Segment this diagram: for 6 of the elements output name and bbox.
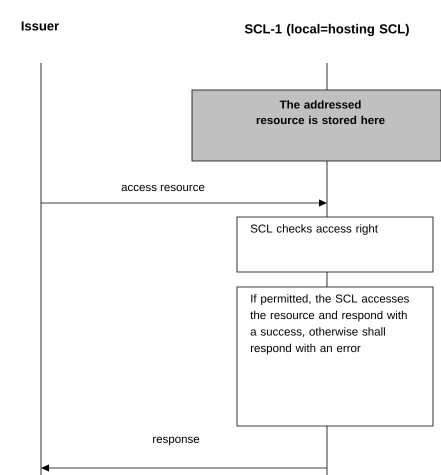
- process-box: SCL checks access right: [236, 216, 434, 272]
- edge-label: access resource: [120, 184, 206, 192]
- process-box: If permitted, the SCL accesses the resource and respond with a success, otherwise shall respond with an error: [236, 286, 434, 426]
- edge-label: response: [151, 436, 201, 446]
- lifeline: Issuer: [22, 21, 59, 475]
- note-box: The addressed resource is stored here: [192, 90, 441, 162]
